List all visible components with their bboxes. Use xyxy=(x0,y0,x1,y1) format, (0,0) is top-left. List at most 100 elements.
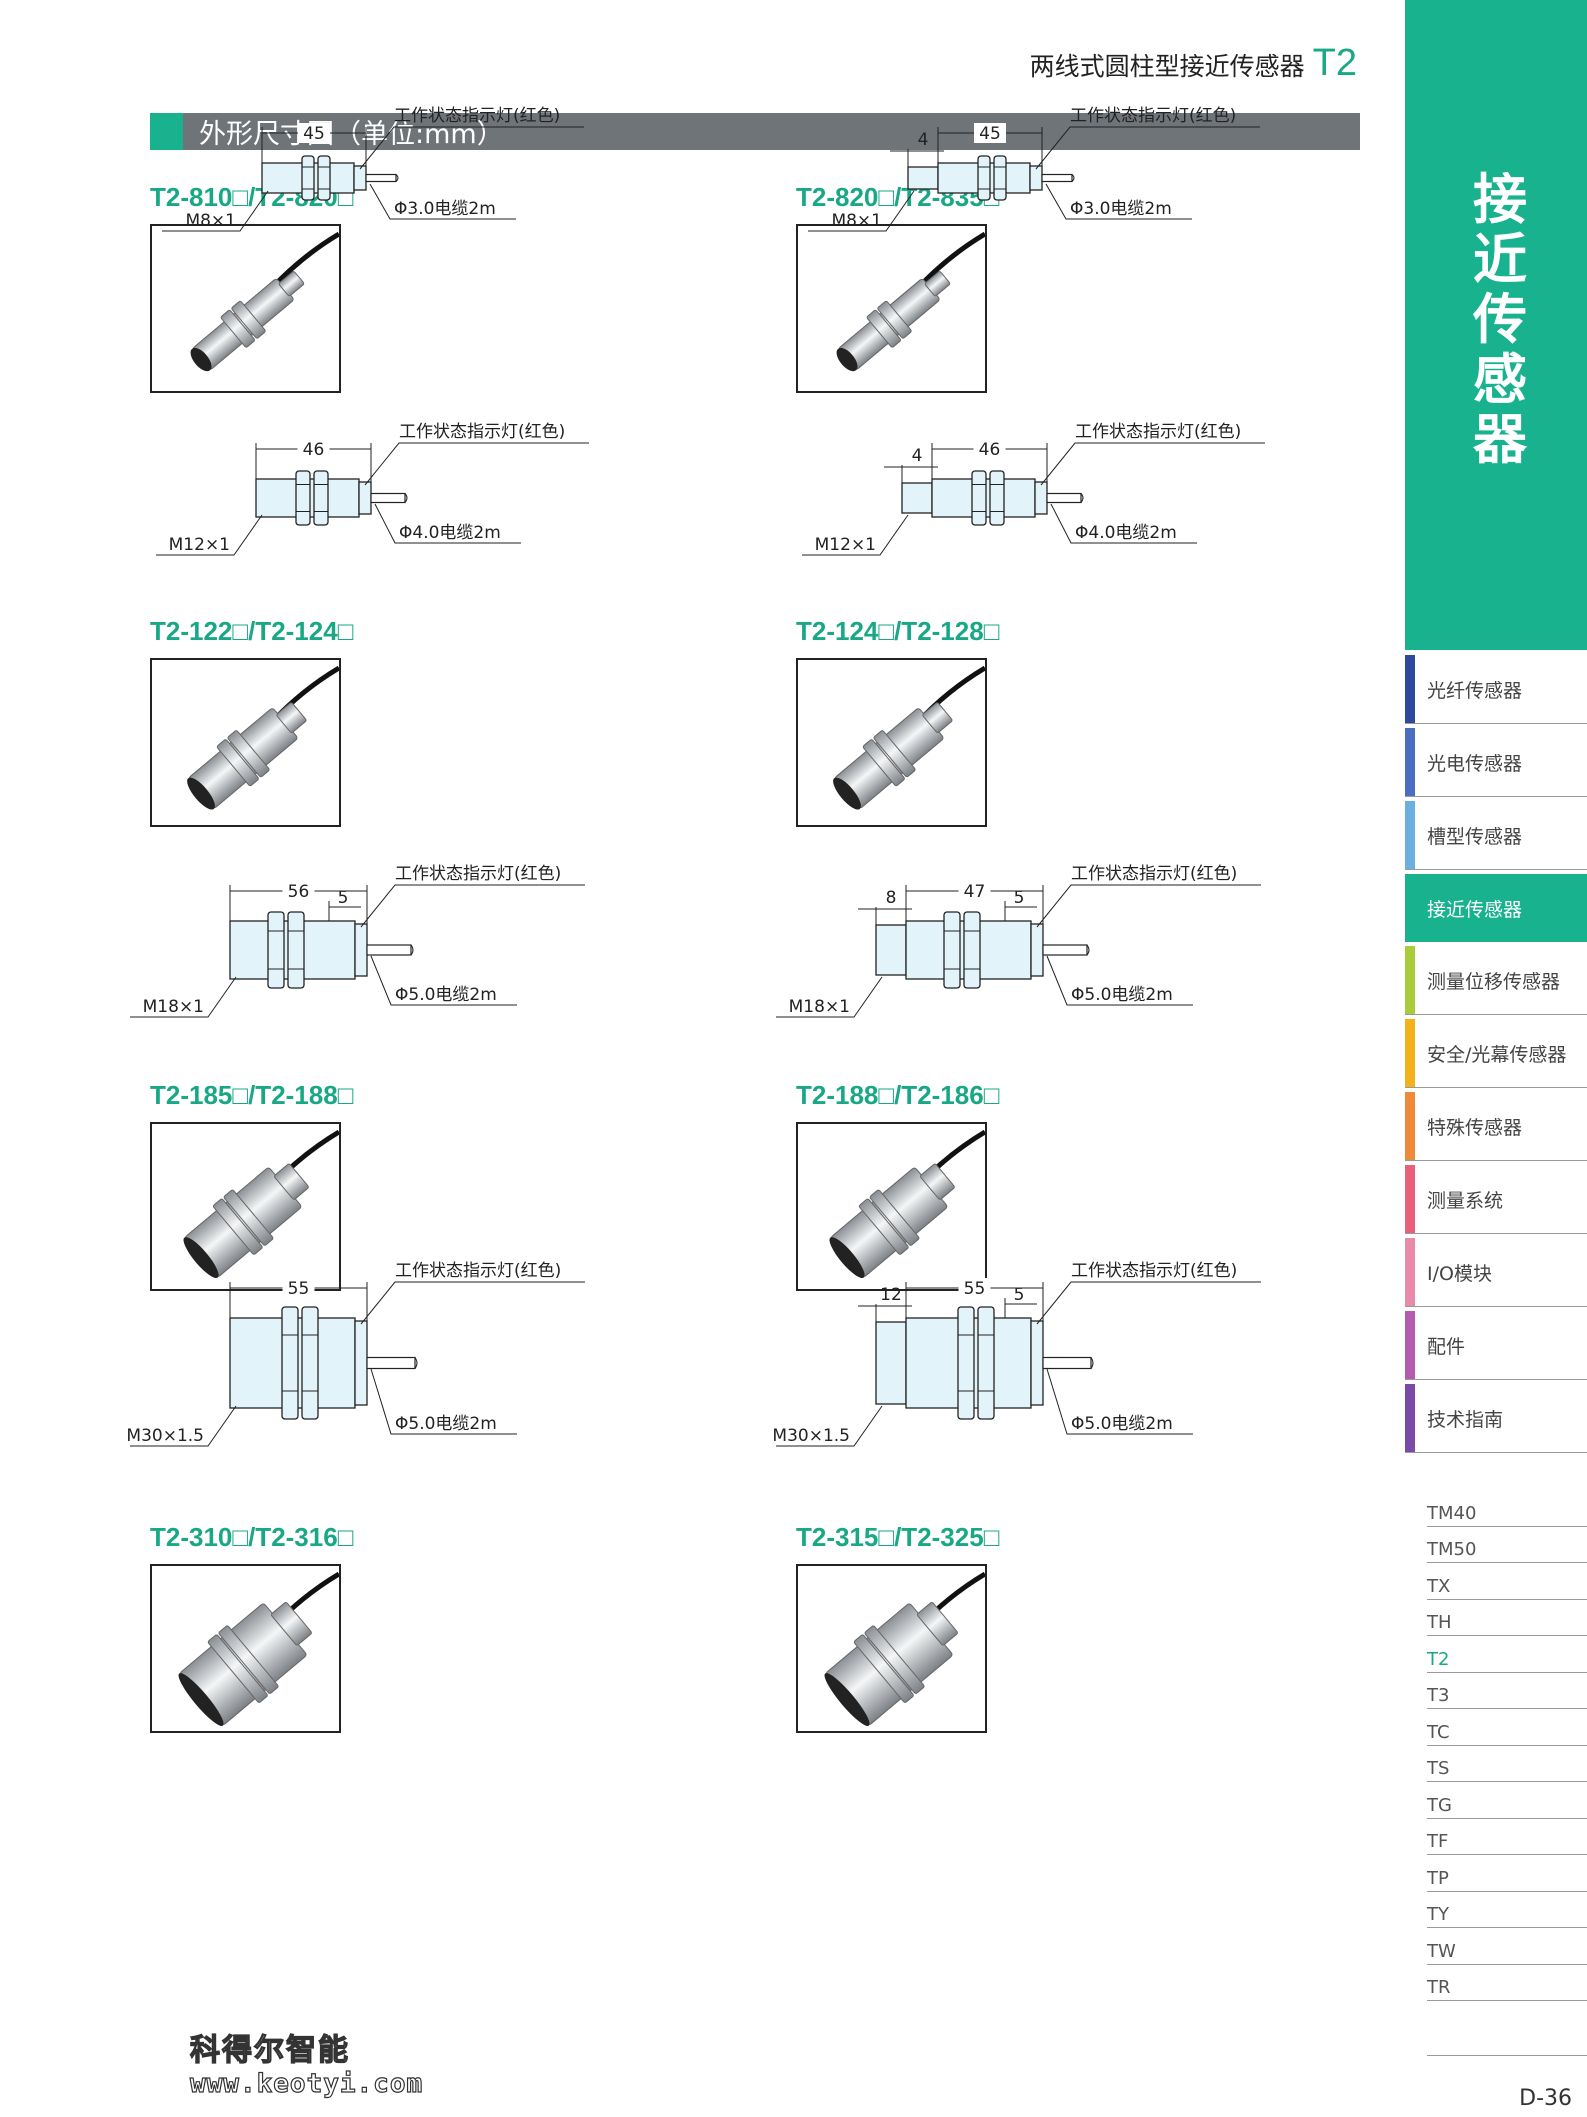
sensor-tail xyxy=(1034,481,1048,515)
category-title-char: 近 xyxy=(1473,228,1527,291)
series-nav-label: TW xyxy=(1427,1940,1456,1962)
cable-leader-line xyxy=(1046,955,1193,1006)
led-leader-line xyxy=(360,884,585,928)
cable-leader-line xyxy=(1050,503,1197,544)
category-nav: 光纤传感器光电传感器槽型传感器接近传感器测量位移传感器安全/光幕传感器特殊传感器… xyxy=(1405,655,1587,1457)
sensor-photo-illustration xyxy=(183,1129,339,1278)
led-indicator-label: 工作状态指示灯(红色) xyxy=(399,422,565,442)
led-indicator-label: 工作状态指示灯(红色) xyxy=(394,106,560,126)
sensor-nut xyxy=(963,911,981,989)
series-nav-item[interactable]: T2 xyxy=(1427,1636,1587,1673)
page-header-code: T2 xyxy=(1312,42,1357,84)
series-nav-label: TX xyxy=(1427,1575,1451,1597)
thread-spec-label: M12×1 xyxy=(169,535,230,555)
series-nav-label: TM40 xyxy=(1427,1502,1477,1524)
sensor-cable xyxy=(366,944,412,956)
cable-spec-label: Φ5.0电缆2m xyxy=(1071,1414,1173,1434)
cable-leader-line xyxy=(370,955,517,1006)
sensor-nut xyxy=(977,1306,995,1420)
sensor-head xyxy=(875,924,907,976)
series-nav-label: TY xyxy=(1427,1904,1449,1925)
sensor-cable xyxy=(365,173,397,183)
sensor-cable xyxy=(1046,492,1082,504)
series-nav-item[interactable]: TP xyxy=(1427,1855,1587,1892)
category-nav-item[interactable]: 测量位移传感器 xyxy=(1405,946,1587,1015)
category-nav-item[interactable]: 光电传感器 xyxy=(1405,728,1587,797)
sensor-tail xyxy=(1030,1320,1044,1406)
cable-leader-line xyxy=(369,183,516,220)
series-nav-item[interactable]: TY xyxy=(1427,1892,1587,1928)
sensor-cable xyxy=(370,492,406,504)
thread-leader-line xyxy=(162,190,269,232)
thread-spec-label: M18×1 xyxy=(143,997,204,1017)
head-dimension-label: 4 xyxy=(912,446,923,466)
series-nav-item[interactable]: TM50 xyxy=(1427,1527,1587,1563)
series-nav-item[interactable]: TW xyxy=(1427,1928,1587,1965)
series-nav-label: T3 xyxy=(1427,1685,1450,1706)
category-nav-item[interactable]: 安全/光幕传感器 xyxy=(1405,1019,1587,1088)
led-gap-dimension-label: 5 xyxy=(1014,888,1025,908)
sensor-nut xyxy=(971,470,987,526)
product-title: T2-122□/T2-124□ xyxy=(150,616,354,646)
thread-spec-label: M8×1 xyxy=(185,211,236,231)
led-leader-line xyxy=(1036,884,1261,928)
sensor-cable xyxy=(366,1356,416,1370)
sensor-nut xyxy=(993,155,1007,201)
sensor-head xyxy=(901,482,933,514)
category-nav-item[interactable]: 特殊传感器 xyxy=(1405,1092,1587,1161)
section-title: 外形尺寸图（单位:mm） xyxy=(199,119,504,150)
product-title: T2-124□/T2-128□ xyxy=(796,616,1000,646)
led-leader-line xyxy=(359,126,584,170)
category-nav-label: 光纤传感器 xyxy=(1427,679,1523,702)
length-dimension-label: 55 xyxy=(288,1279,310,1299)
page-number-box: D-36 xyxy=(1427,2055,1587,2111)
category-title-char: 感 xyxy=(1473,348,1527,411)
cable-leader-line xyxy=(374,503,521,544)
product-photo xyxy=(796,658,987,827)
category-nav-label: 测量系统 xyxy=(1427,1189,1504,1212)
category-nav-item[interactable]: 技术指南 xyxy=(1405,1384,1587,1453)
category-nav-item[interactable]: 测量系统 xyxy=(1405,1165,1587,1234)
sensor-cable xyxy=(1041,173,1073,183)
sensor-cable xyxy=(1042,944,1088,956)
category-nav-item[interactable]: I/O模块 xyxy=(1405,1238,1587,1307)
series-nav-item[interactable]: TM40 xyxy=(1427,1490,1587,1527)
category-nav-item[interactable]: 光纤传感器 xyxy=(1405,655,1587,724)
led-gap-dimension-label: 5 xyxy=(338,888,349,908)
category-nav-item[interactable]: 槽型传感器 xyxy=(1405,801,1587,870)
cable-spec-label: Φ5.0电缆2m xyxy=(395,985,497,1005)
category-nav-label: 安全/光幕传感器 xyxy=(1427,1043,1567,1066)
series-nav-item[interactable]: TR xyxy=(1427,1965,1587,2001)
sensor-nut xyxy=(313,470,329,526)
category-nav-label: 特殊传感器 xyxy=(1427,1116,1523,1139)
product-photo xyxy=(150,1122,341,1291)
category-nav-item[interactable]: 配件 xyxy=(1405,1311,1587,1380)
series-nav-item[interactable]: TX xyxy=(1427,1563,1587,1600)
series-nav-item[interactable]: TC xyxy=(1427,1709,1587,1746)
sensor-nut xyxy=(943,911,961,989)
sensor-photo-illustration xyxy=(190,231,339,372)
series-nav-item[interactable]: TF xyxy=(1427,1819,1587,1855)
sensor-nut xyxy=(287,911,305,989)
category-nav-label: 配件 xyxy=(1427,1335,1466,1358)
series-nav-item[interactable]: TH xyxy=(1427,1600,1587,1636)
sensor-nut xyxy=(281,1306,299,1420)
series-nav-item[interactable]: T3 xyxy=(1427,1673,1587,1709)
length-dimension-label: 56 xyxy=(288,882,310,902)
series-nav-item[interactable]: TG xyxy=(1427,1782,1587,1819)
category-header-panel: 接 近 传 感 器 xyxy=(1405,0,1587,650)
category-nav-label: 接近传感器 xyxy=(1427,898,1523,921)
led-indicator-label: 工作状态指示灯(红色) xyxy=(1070,106,1236,126)
category-nav-item[interactable]: 接近传感器 xyxy=(1405,874,1587,942)
series-nav-label: TP xyxy=(1427,1867,1449,1889)
series-nav-item[interactable]: TS xyxy=(1427,1746,1587,1782)
product-photo xyxy=(796,224,987,393)
category-nav-label: I/O模块 xyxy=(1427,1262,1492,1285)
